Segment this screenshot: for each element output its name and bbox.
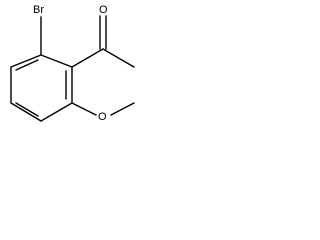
ether-oxygen-label: O — [98, 111, 107, 123]
ring-to-carbonyl-bond — [71, 48, 104, 68]
ring-to-ether-oxygen-bond — [71, 102, 97, 116]
bromine-label: Br — [33, 4, 44, 16]
ring-bond-1 — [40, 54, 73, 68]
chemical-structure-diagram: Br O O — [10, 4, 135, 123]
aromatic-double-bond-2 — [15, 102, 39, 117]
carbonyl-to-methyl-bond — [102, 48, 135, 68]
ether-oxygen-to-methyl-bond — [110, 102, 135, 116]
carbonyl-oxygen-label: O — [99, 4, 108, 16]
ring-bond-6 — [10, 54, 42, 68]
ring-bond-3 — [40, 102, 73, 122]
ring-bond-4 — [10, 102, 42, 122]
aromatic-double-bond-3 — [15, 59, 39, 71]
